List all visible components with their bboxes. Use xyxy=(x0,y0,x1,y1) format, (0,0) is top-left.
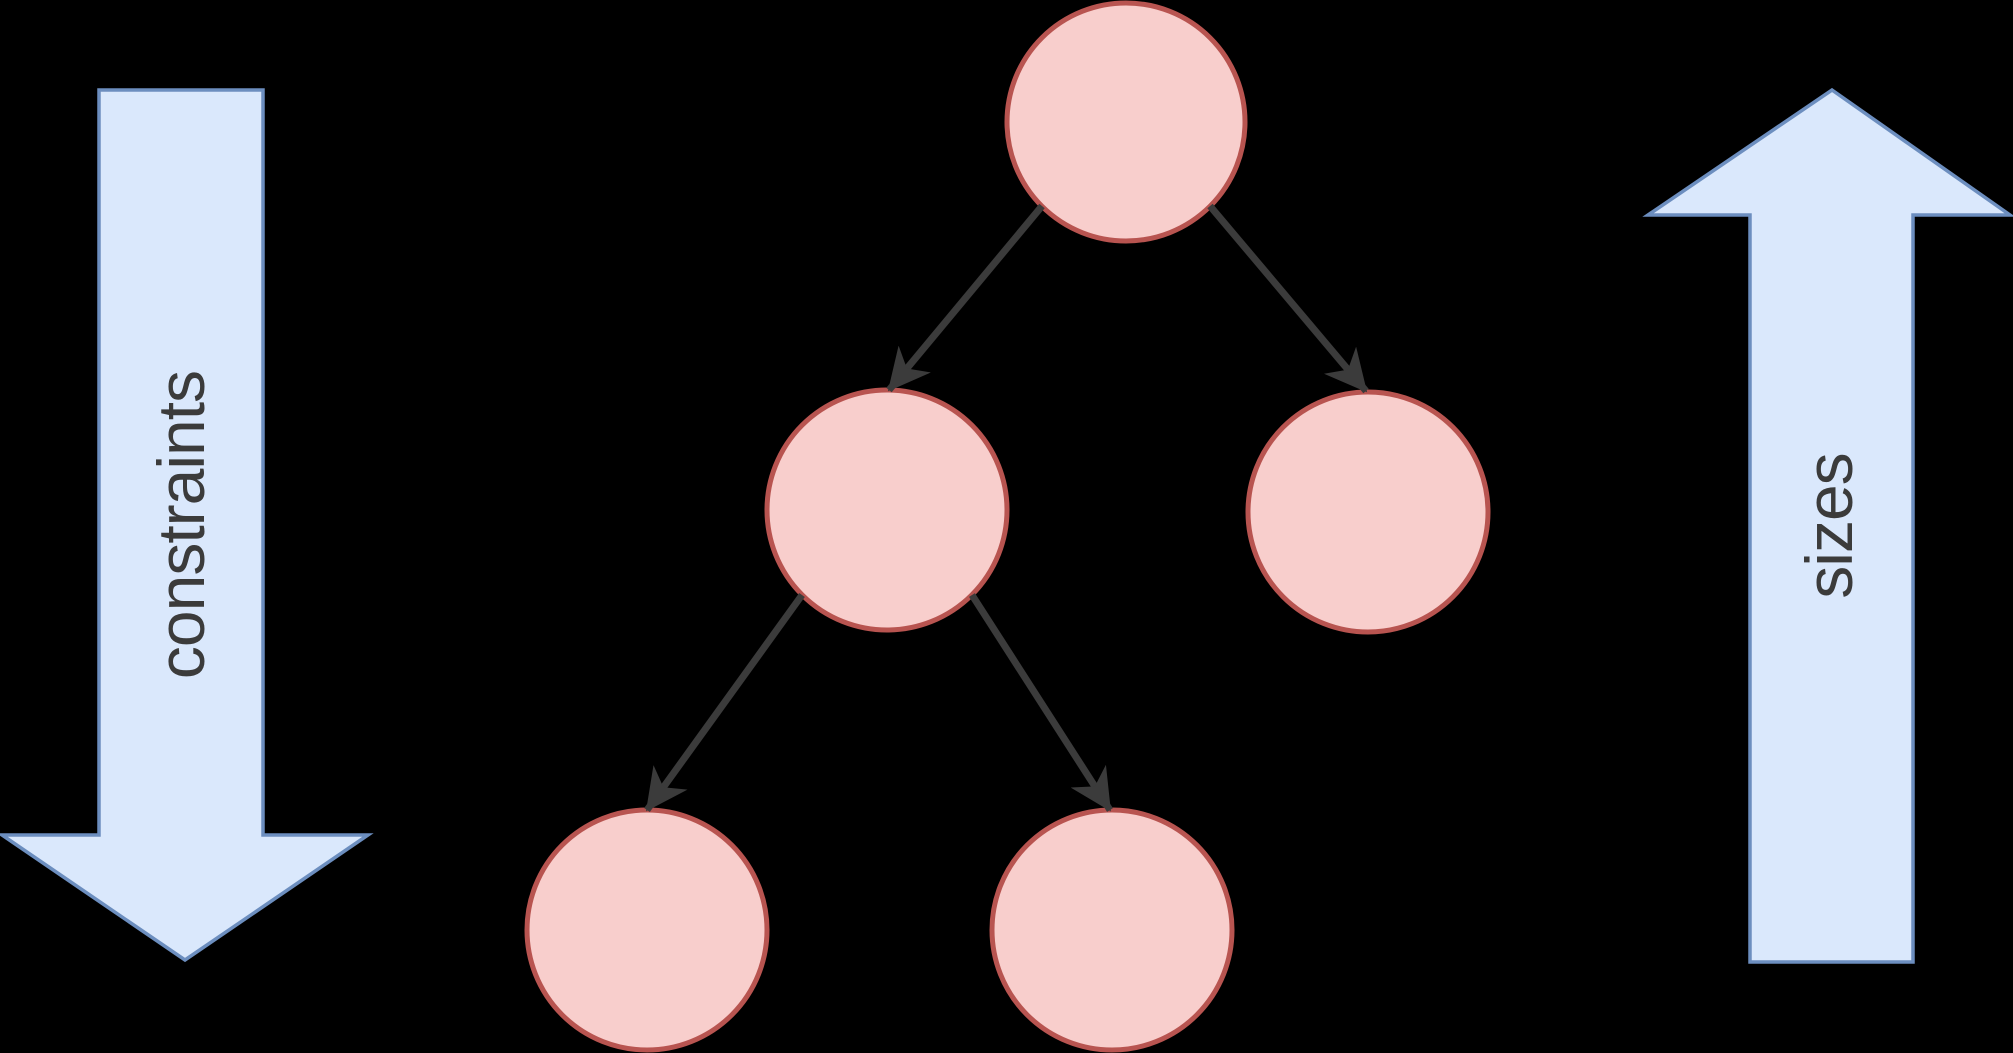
sizes-up-arrow xyxy=(1642,87,2013,964)
tree-node-child-right xyxy=(1245,389,1491,635)
tree-edge-left-to-grandchild-middle xyxy=(969,593,1113,812)
tree-node-grandchild-middle xyxy=(989,807,1235,1053)
tree-node-root xyxy=(1004,0,1248,244)
tree-node-grandchild-left xyxy=(524,807,770,1053)
tree-edge-root-to-right xyxy=(1207,203,1369,394)
tree-edge-left-to-grandchild-left xyxy=(644,592,805,813)
sizes-label: sizes xyxy=(1792,453,1866,598)
tree-node-child-left xyxy=(764,387,1010,633)
constraints-down-arrow xyxy=(0,88,374,963)
tree-edge-root-to-left xyxy=(886,203,1045,393)
constraints-label: constraints xyxy=(144,371,218,679)
